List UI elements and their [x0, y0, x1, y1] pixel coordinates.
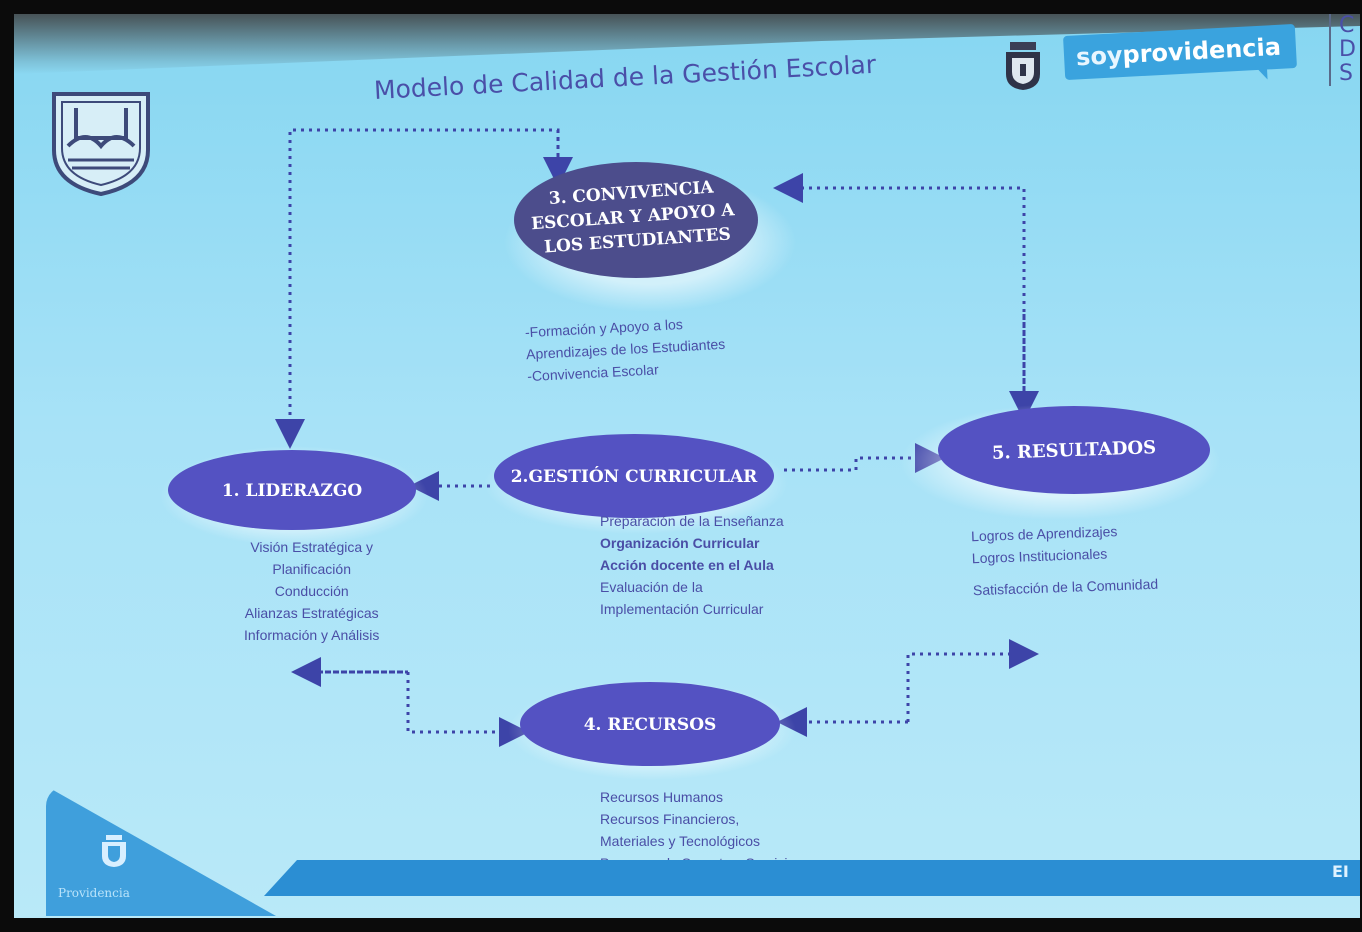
connector-n4-n5 — [906, 639, 1039, 722]
node-convivencia: 3. CONVIVENCIA ESCOLAR Y APOYO A LOS EST… — [504, 162, 796, 312]
band-letters: EI — [1332, 862, 1349, 881]
connector-n2-n5 — [784, 443, 945, 473]
node-gestion-curricular: 2.GESTIÓN CURRICULAR — [484, 434, 788, 534]
resultados-description: Logros de Aprendizajes Logros Institucio… — [971, 519, 1159, 601]
liderazgo-description: Visión Estratégica y Planificación Condu… — [244, 536, 379, 646]
desc-line: Recursos Financieros, — [600, 811, 740, 827]
convivencia-description: -Formación y Apoyo a los Aprendizajes de… — [524, 311, 726, 387]
node-recursos: 4. RECURSOS — [508, 680, 796, 780]
edge-letter: S — [1339, 61, 1353, 86]
providencia-logo-icon — [102, 835, 126, 867]
connector-n1-n4 — [304, 670, 529, 747]
desc-line: Evaluación de la — [600, 579, 703, 595]
desc-line: Organización Curricular — [600, 535, 760, 551]
presentation-slide: Modelo de Calidad de la Gestión Escolar … — [14, 14, 1360, 918]
quality-model-diagram: 3. CONVIVENCIA ESCOLAR Y APOYO A LOS EST… — [160, 128, 1220, 780]
right-edge-letters: C D S — [1329, 14, 1360, 86]
node-resultados: 5. RESULTADOS — [900, 404, 1220, 520]
footer-logo-label: Providencia — [58, 886, 130, 900]
node1-label: 1. LIDERAZGO — [222, 481, 363, 501]
node-liderazgo: 1. LIDERAZGO — [160, 446, 428, 546]
connector-n3-n5 — [773, 173, 1026, 432]
gestion-description: Preparación de la Enseñanza Organización… — [600, 510, 784, 620]
city-crest-icon — [1006, 42, 1040, 90]
desc-line: Acción docente en el Aula — [600, 557, 774, 573]
school-crest-icon — [52, 92, 150, 197]
node4-label: 4. RECURSOS — [584, 715, 717, 735]
edge-letter: D — [1339, 37, 1356, 62]
edge-letter: C — [1339, 14, 1355, 38]
desc-line: Información y Análisis — [244, 627, 380, 643]
desc-line: Implementación Curricular — [600, 601, 764, 617]
desc-line: Alianzas Estratégicas — [244, 605, 379, 621]
connector-n3-left — [275, 128, 560, 449]
desc-line: Recursos Humanos — [600, 789, 723, 805]
node2-label: 2.GESTIÓN CURRICULAR — [511, 466, 758, 487]
bottom-band — [264, 860, 1360, 896]
desc-line: Planificación — [272, 561, 351, 577]
desc-line: Preparación de la Enseñanza — [600, 513, 784, 529]
desc-line: Visión Estratégica y — [250, 539, 374, 555]
desc-line: Materiales y Tecnológicos — [600, 833, 761, 849]
desc-line: Conducción — [274, 583, 349, 599]
